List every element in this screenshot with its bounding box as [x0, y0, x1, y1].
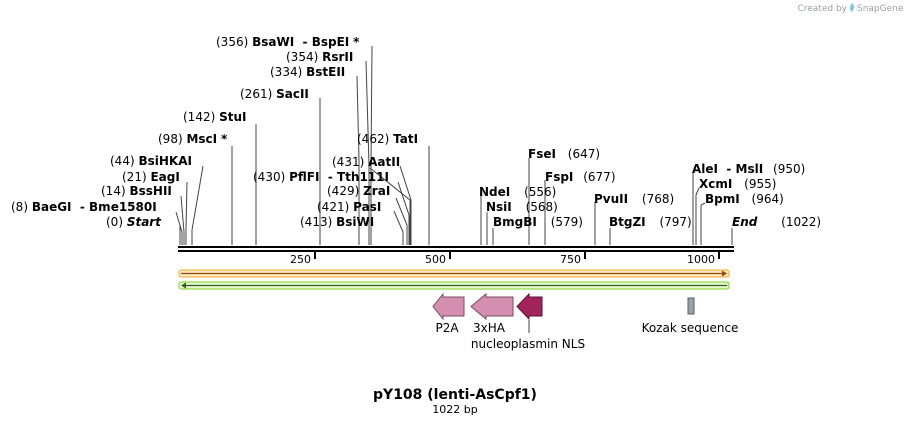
scale-ruler: 250 500 750 1000 — [290, 252, 720, 266]
site-eagi: (21) EagI — [122, 170, 180, 184]
site-xcmi: XcmI (955) — [699, 177, 776, 191]
restriction-sites: (0) Start (8) BaeGI - Bme1580I (14) BssH… — [11, 35, 821, 229]
site-bsteii: (334) BstEII — [270, 65, 345, 79]
plasmid-length: 1022 bp — [432, 403, 477, 416]
site-tati: (462) TatI — [357, 132, 418, 146]
site-fsei: FseI (647) — [528, 147, 600, 161]
plasmid-title: pY108 (lenti-AsCpf1) — [373, 387, 537, 403]
site-fspi: FspI (677) — [545, 170, 616, 184]
p2a-arrow — [432, 292, 465, 321]
site-pasi: (421) PasI — [317, 200, 381, 214]
site-rsrii: (354) RsrII — [286, 50, 353, 64]
snapgene-leaf-icon — [850, 3, 854, 12]
site-nsii: NsiI (568) — [486, 200, 558, 214]
tick-750 — [584, 252, 586, 259]
site-pvuii: PvuII (768) — [594, 192, 674, 206]
site-bsihkai: (44) BsiHKAI — [110, 154, 192, 168]
kozak-label: Kozak sequence — [642, 321, 739, 335]
site-start: (0) Start — [106, 215, 162, 229]
tick-label-500: 500 — [425, 253, 446, 266]
site-aatii: (431) AatII — [332, 155, 400, 169]
site-end: End (1022) — [732, 215, 821, 229]
tick-500 — [449, 252, 451, 259]
site-ndei: NdeI (556) — [479, 185, 556, 199]
3xha-label: 3xHA — [473, 321, 506, 335]
site-msci: (98) MscI * — [158, 132, 228, 146]
p2a-label: P2A — [435, 321, 459, 335]
tick-label-1000: 1000 — [687, 253, 715, 266]
site-baegi: (8) BaeGI - Bme1580I — [11, 200, 157, 214]
site-bpmi: BpmI (964) — [705, 192, 784, 206]
feature-3xha: 3xHA — [470, 292, 514, 335]
orange-feature-bar — [178, 269, 730, 278]
kozak-box — [687, 297, 695, 315]
forward-arrow-icon — [722, 270, 727, 277]
site-btgzi: BtgZI (797) — [609, 215, 692, 229]
tick-1000 — [718, 252, 720, 259]
site-alei: AleI - MslI (950) — [692, 162, 805, 176]
nls-label: nucleoplasmin NLS — [471, 337, 585, 351]
feature-kozak: Kozak sequence — [642, 297, 739, 335]
site-connectors — [175, 45, 733, 245]
site-pflfi: (430) PflFI - Tth111I — [253, 170, 389, 184]
feature-p2a: P2A — [432, 292, 465, 335]
brand-watermark: Created by SnapGene — [797, 3, 904, 14]
tick-label-250: 250 — [290, 253, 311, 266]
feature-nls: nucleoplasmin NLS — [471, 292, 585, 351]
nls-arrow — [516, 292, 543, 321]
tick-250 — [314, 252, 316, 259]
site-zrai: (429) ZraI — [327, 184, 390, 198]
snapgene-name: SnapGene — [857, 4, 904, 14]
3xha-arrow — [470, 292, 514, 321]
site-bsshii: (14) BssHII — [101, 184, 172, 198]
site-bsiwi: (413) BsiWI — [300, 215, 374, 229]
site-sacii: (261) SacII — [240, 87, 309, 101]
tick-label-750: 750 — [560, 253, 581, 266]
green-feature-bar — [178, 281, 730, 290]
created-by-text: Created by — [797, 4, 847, 14]
site-stui: (142) StuI — [183, 110, 247, 124]
sequence-backbone — [178, 246, 734, 252]
reverse-arrow-icon — [181, 282, 186, 289]
site-bsawi: (356) BsaWI - BspEI * — [216, 35, 360, 49]
site-bmgbi: BmgBI (579) — [493, 215, 583, 229]
